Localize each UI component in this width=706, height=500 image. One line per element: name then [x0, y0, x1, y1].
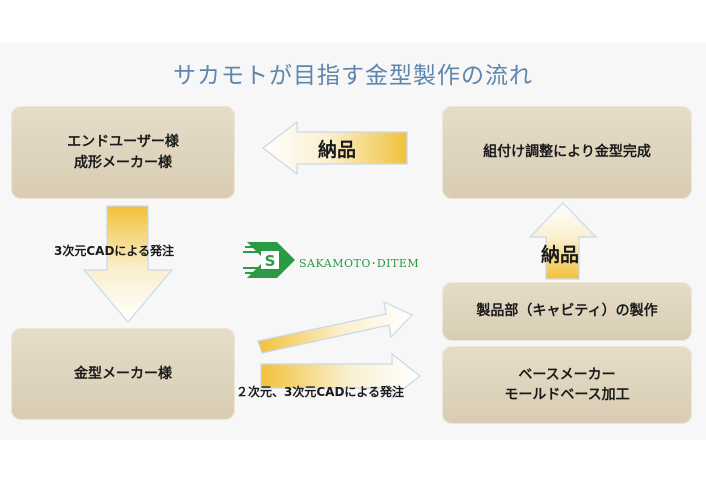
- diagram-title: サカモトが目指す金型製作の流れ: [173, 63, 533, 89]
- end-user-line2: 成形メーカー様: [73, 154, 172, 171]
- box-mold-maker: 金型メーカー様: [11, 328, 235, 420]
- company-logo: S SAKAMOTO･DITEM: [241, 239, 462, 281]
- assembly-label: 組付け調整により金型完成: [483, 144, 651, 161]
- arrow-delivery-up: [528, 202, 598, 280]
- logo-text: SAKAMOTO･DITEM: [299, 257, 420, 270]
- label-order-3d: 3次元CADによる発注: [54, 244, 175, 258]
- label-delivery-top: 納品: [318, 139, 357, 161]
- arrow-order-down: [82, 205, 174, 323]
- base-maker-line2: モールドベース加工: [504, 387, 630, 403]
- base-maker-line1: ベースメーカー: [518, 366, 616, 383]
- label-delivery-right: 納品: [541, 244, 580, 266]
- box-end-user: エンドユーザー様 成形メーカー様: [11, 106, 235, 199]
- arrow-delivery-left: [262, 120, 408, 176]
- arrow-order-right: [260, 352, 421, 400]
- arrow-order-diagonal: [257, 300, 414, 354]
- mold-maker-label: 金型メーカー様: [74, 365, 172, 382]
- box-assembly: 組付け調整により金型完成: [442, 106, 692, 199]
- box-product-part: 製品部（キャビティ）の製作: [442, 282, 692, 341]
- logo-mark: S: [243, 242, 295, 278]
- label-order-2d3d: ２次元、3次元CADによる発注: [236, 385, 405, 399]
- box-base-maker: ベースメーカー モールドベース加工: [442, 346, 692, 424]
- product-part-label: 製品部（キャビティ）の製作: [476, 303, 658, 320]
- logo-letter: S: [265, 252, 276, 270]
- end-user-line1: エンドユーザー様: [67, 134, 179, 151]
